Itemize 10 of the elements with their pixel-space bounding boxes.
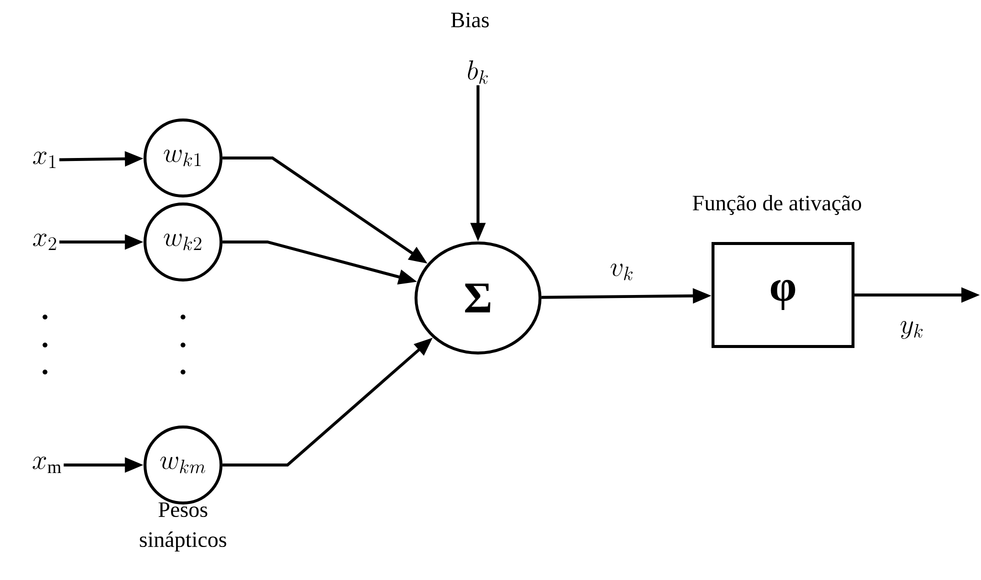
bias-label: $b_{k}$ <box>468 60 488 84</box>
node-label: Bias <box>451 12 489 28</box>
edge-label: $v_{k}$ <box>608 262 636 282</box>
activation-box: φ <box>712 242 854 348</box>
input-label: $x_{1}$ <box>33 152 56 168</box>
node-label: Pesos sinápticos <box>140 502 226 552</box>
edge-label: $y_{k}$ <box>898 320 926 340</box>
input-label: $x_{\mathrm{m}}$ <box>32 456 62 473</box>
node-label: Função de ativação <box>692 195 862 215</box>
input-label: $x_{2}$ <box>33 234 56 250</box>
